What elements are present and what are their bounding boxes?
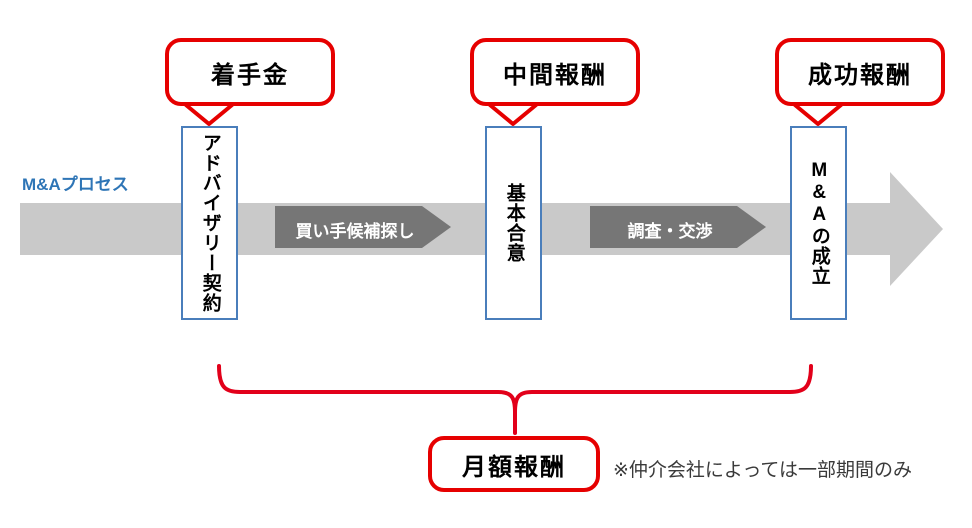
milestone-label-2: 基本合意 <box>503 183 525 263</box>
phase-label-2: 調査・交渉 <box>627 222 713 241</box>
callout-label-monthly: 月額報酬 <box>462 453 566 481</box>
footnote-text: ※仲介会社によっては一部期間のみ <box>613 460 913 481</box>
milestone-box-basic-agreement[interactable]: 基本合意 <box>485 126 542 320</box>
main-process-arrow <box>20 172 943 286</box>
callout-label-2: 中間報酬 <box>503 61 607 89</box>
monthly-fee-brace <box>217 364 813 435</box>
callout-label-3: 成功報酬 <box>808 61 912 89</box>
phase-label-1: 買い手候補探し <box>295 222 415 241</box>
phase-arrow-2 <box>590 206 766 248</box>
callout-tail-3 <box>793 103 843 126</box>
callout-label-1: 着手金 <box>211 61 289 89</box>
callout-monthly-fee[interactable]: 月額報酬 <box>428 436 600 492</box>
milestone-label-3: M&Aの成立 <box>808 160 830 286</box>
callout-interim-fee[interactable]: 中間報酬 <box>470 38 640 106</box>
callout-tail-1 <box>184 103 234 126</box>
phase-arrow-1 <box>275 206 451 248</box>
milestone-box-deal-closing[interactable]: M&Aの成立 <box>790 126 847 320</box>
callout-retainer-fee[interactable]: 着手金 <box>165 38 335 106</box>
process-label: M&Aプロセス <box>22 175 129 194</box>
milestone-box-advisory-contract[interactable]: アドバイザリー契約 <box>181 126 238 320</box>
callout-tail-2 <box>488 103 538 126</box>
milestone-label-1: アドバイザリー契約 <box>199 133 221 313</box>
callout-success-fee[interactable]: 成功報酬 <box>775 38 945 106</box>
